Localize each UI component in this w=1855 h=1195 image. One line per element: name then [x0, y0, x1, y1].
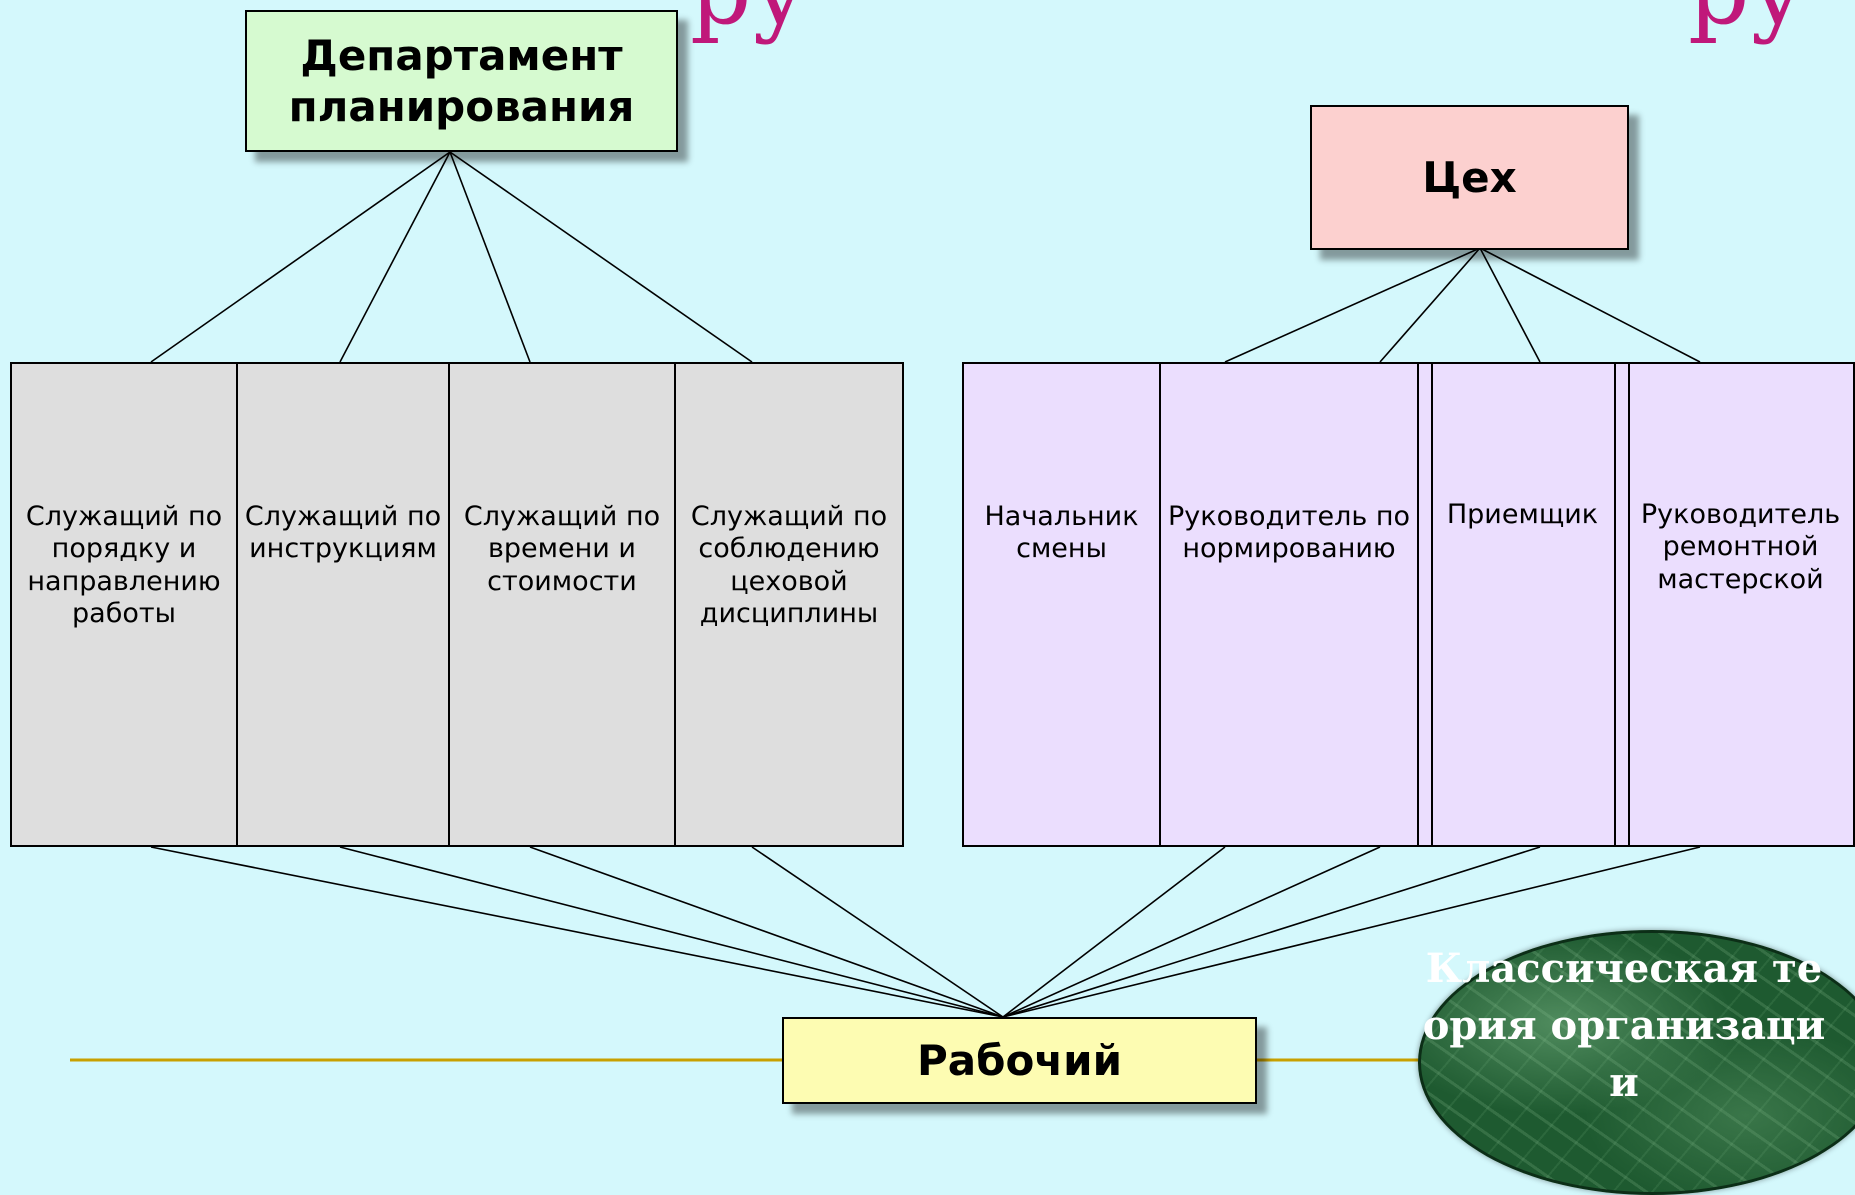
- workshop-role-label: Руководитель ремонтной мастерской: [1640, 499, 1841, 595]
- workshop-role-cell: Приемщик: [1417, 362, 1616, 847]
- link-planning-clerk-4: [449, 151, 753, 363]
- link-workshop-role-3: [1479, 247, 1541, 363]
- link-clerk-3-worker: [529, 846, 1004, 1018]
- link-clerk-2-worker: [339, 846, 1004, 1018]
- title-fragment-left: ру: [690, 0, 808, 38]
- workshop-role-label: Приемщик: [1446, 499, 1599, 530]
- link-role-2-worker: [1002, 846, 1381, 1018]
- workshop-role-cell: Начальник смены: [962, 362, 1161, 847]
- workshop-box: Цех: [1310, 105, 1629, 250]
- link-role-4-worker: [1002, 846, 1701, 1018]
- badge-text: Классическая теория организации: [1422, 945, 1826, 1106]
- link-role-1-worker: [1002, 846, 1226, 1018]
- badge-marble-oval: [1418, 930, 1855, 1195]
- planning-clerk-cell: Служащий по порядку и направлению работы: [10, 362, 238, 847]
- link-planning-clerk-3: [449, 151, 531, 363]
- planning-department-box: Департамент планирования: [245, 10, 678, 152]
- planning-clerk-cell: Служащий по инструкциям: [236, 362, 450, 847]
- workshop-role-cell: Руководитель ремонтной мастерской: [1614, 362, 1855, 847]
- title-fragment-right: ру: [1688, 0, 1806, 38]
- cell-accent-strip: [1419, 364, 1433, 845]
- link-workshop-role-1: [1224, 247, 1481, 363]
- link-workshop-role-2: [1379, 247, 1481, 363]
- workshop-role-cell: Руководитель по нормированию: [1159, 362, 1419, 847]
- worker-box: Рабочий: [782, 1017, 1257, 1104]
- link-workshop-role-4: [1479, 247, 1701, 363]
- cell-accent-strip: [1616, 364, 1630, 845]
- link-clerk-1-worker: [150, 846, 1004, 1018]
- link-role-3-worker: [1002, 846, 1541, 1018]
- link-planning-clerk-2: [339, 151, 451, 363]
- planning-clerk-cell: Служащий по соблюдению цеховой дисциплин…: [674, 362, 904, 847]
- link-planning-clerk-1: [150, 151, 451, 363]
- planning-clerk-cell: Служащий по времени и стоимости: [448, 362, 676, 847]
- link-clerk-4-worker: [751, 846, 1004, 1018]
